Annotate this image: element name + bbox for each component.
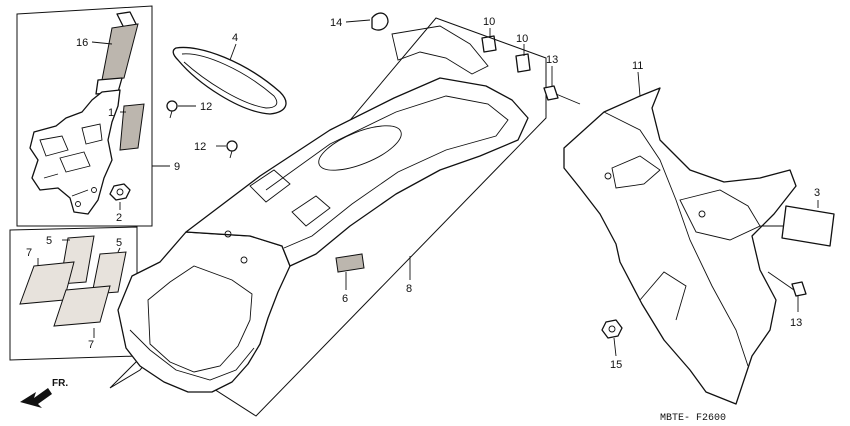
clip-part-14 bbox=[371, 12, 389, 31]
rear-fender-part-8 bbox=[117, 25, 529, 393]
callout-2: 2 bbox=[116, 212, 122, 224]
front-direction-arrow: FR. bbox=[20, 378, 68, 408]
leader-lines bbox=[37, 19, 819, 357]
foam-pad-part-5b bbox=[91, 251, 127, 295]
foam-pads bbox=[19, 235, 127, 327]
callout-15: 15 bbox=[610, 359, 622, 371]
bolt-part-13b bbox=[767, 271, 807, 297]
diagram-code: MBTE- F2600 bbox=[660, 413, 726, 424]
callout-12b: 12 bbox=[194, 141, 206, 153]
callout-7a: 7 bbox=[26, 247, 32, 259]
nut-part-2 bbox=[109, 183, 131, 201]
callout-6: 6 bbox=[342, 293, 348, 305]
callout-10b: 10 bbox=[516, 33, 528, 45]
pad-part-1 bbox=[119, 103, 145, 151]
callout-13b: 13 bbox=[790, 317, 802, 329]
callout-7b: 7 bbox=[88, 339, 94, 351]
callout-5b: 5 bbox=[116, 237, 122, 249]
callout-14: 14 bbox=[330, 17, 342, 29]
reflector-part-3 bbox=[781, 205, 835, 247]
pad-part-6 bbox=[335, 253, 365, 273]
callout-3: 3 bbox=[814, 187, 820, 199]
foam-pad-part-7b bbox=[53, 285, 111, 327]
callout-10a: 10 bbox=[483, 16, 495, 28]
seal-part-4 bbox=[172, 46, 287, 115]
direction-label: FR. bbox=[52, 378, 68, 389]
clip-part-10b bbox=[515, 53, 531, 73]
callout-5a: 5 bbox=[46, 235, 52, 247]
bracket-inset-frame bbox=[16, 5, 153, 227]
screw-part-12b bbox=[226, 140, 238, 159]
callout-8: 8 bbox=[406, 283, 412, 295]
callout-1: 1 bbox=[108, 107, 114, 119]
nut-part-15 bbox=[601, 319, 623, 339]
callout-9: 9 bbox=[174, 161, 180, 173]
screw-part-12a bbox=[166, 100, 178, 119]
callout-4: 4 bbox=[232, 32, 238, 44]
callout-16: 16 bbox=[76, 37, 88, 49]
callout-labels: 16 1 9 2 4 12 12 14 10 10 13 11 3 13 15 … bbox=[26, 16, 820, 371]
callout-11: 11 bbox=[632, 60, 643, 72]
splash-guard-part-11 bbox=[563, 87, 797, 405]
bolt-part-13a bbox=[543, 85, 581, 105]
strap-part-16 bbox=[95, 11, 139, 95]
clip-part-10a bbox=[481, 35, 497, 53]
bracket-part-9 bbox=[29, 89, 121, 215]
callout-13a: 13 bbox=[546, 54, 558, 66]
callout-12a: 12 bbox=[200, 101, 212, 113]
